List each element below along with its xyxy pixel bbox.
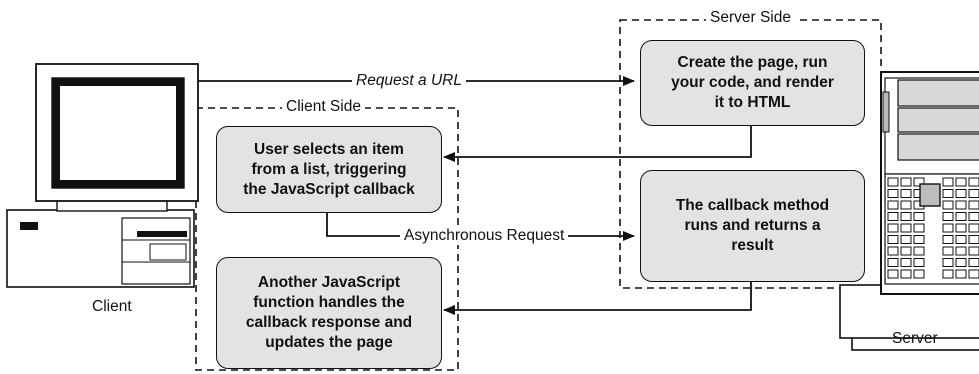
client-select-step: User selects an item from a list, trigge… — [216, 126, 442, 213]
client-side-region — [195, 107, 459, 371]
server-label: Server — [892, 330, 938, 347]
callback-result-arrow — [443, 282, 752, 315]
async-request-label: Asynchronous Request — [400, 227, 569, 245]
server-create-step: Create the page, run your code, and rend… — [640, 40, 865, 126]
client-label: Client — [92, 298, 132, 315]
server-side-label: Server Side — [706, 9, 795, 27]
request-url-label: Request a URL — [352, 72, 466, 90]
server-side-region — [619, 19, 882, 289]
client-handle-step: Another JavaScript function handles the … — [216, 257, 442, 369]
client-side-label: Client Side — [282, 98, 365, 116]
server-to-client-response-arrow — [443, 126, 752, 162]
server-callback-step: The callback method runs and returns a r… — [640, 170, 865, 282]
server-icon — [839, 71, 979, 351]
client-computer-icon — [6, 63, 199, 288]
